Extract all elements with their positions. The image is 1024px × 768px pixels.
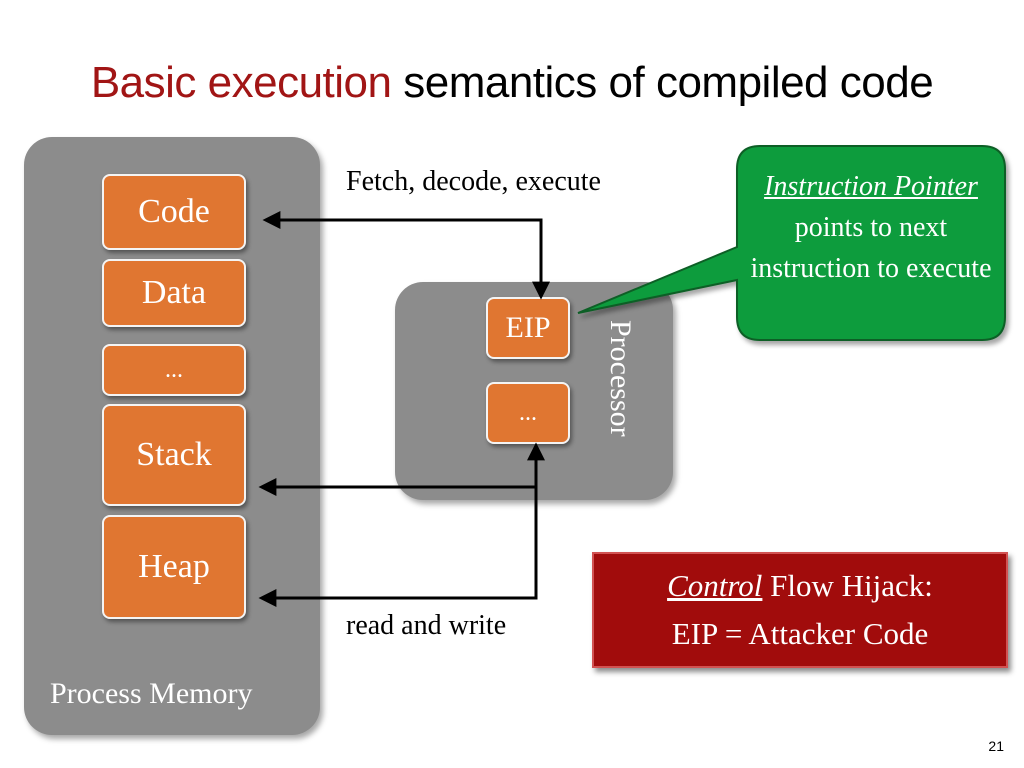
eip-register: EIP (486, 297, 570, 359)
title-accent: Basic execution (90, 58, 392, 107)
memory-ellipsis-segment: ... (102, 344, 246, 396)
process-memory-label: Process Memory (50, 677, 253, 710)
fetch-caption: Fetch, decode, execute (346, 166, 601, 197)
callout-text: Instruction Pointer points to next instr… (742, 166, 1000, 289)
code-segment: Code (102, 174, 246, 250)
instruction-pointer-callout (577, 145, 1006, 341)
hijack-line-1-rest: Flow Hijack: (770, 568, 933, 603)
title-rest: semantics of compiled code (403, 58, 934, 107)
processor-ellipsis-register: ... (486, 382, 570, 444)
processor-label: Processor (604, 320, 637, 437)
slide-number: 21 (988, 738, 1004, 754)
heap-segment: Heap (102, 515, 246, 619)
stack-arrow (258, 442, 545, 496)
callout-emphasis: Instruction Pointer (764, 171, 978, 202)
hijack-line-2: EIP = Attacker Code (671, 616, 929, 651)
hijack-emphasis: Control (667, 568, 763, 603)
hijack-line-1: Control Flow Hijack: (594, 562, 1006, 610)
process-memory-panel: Code Data ... Stack Heap Process Memory (24, 137, 320, 735)
stack-segment: Stack (102, 404, 246, 506)
read-write-caption: read and write (346, 610, 507, 641)
control-flow-hijack-box: Control Flow Hijack: EIP = Attacker Code (592, 552, 1008, 668)
heap-arrow (258, 487, 538, 607)
fetch-arrow (262, 211, 550, 300)
slide-title: Basic execution semantics of compiled co… (0, 58, 1024, 108)
callout-rest: points to next instruction to execute (750, 212, 992, 284)
data-segment: Data (102, 259, 246, 327)
